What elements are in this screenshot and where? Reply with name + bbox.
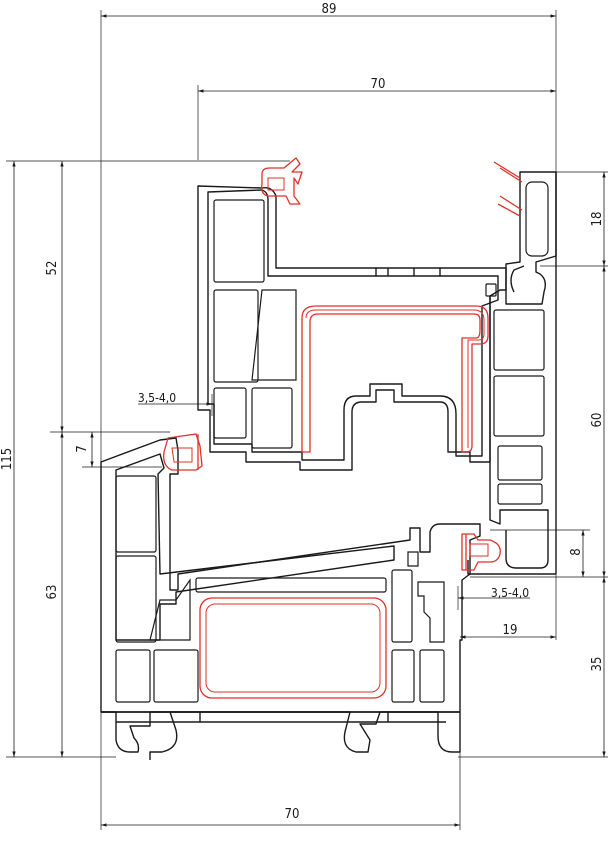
label-bottom-height: 35 — [590, 657, 605, 672]
label-total-height: 115 — [0, 448, 15, 470]
label-mid-height: 60 — [590, 413, 605, 428]
sash-chamber — [251, 289, 297, 381]
dimension-lines — [12, 14, 606, 827]
sash-chamber — [213, 387, 247, 439]
sash-profile — [197, 185, 507, 471]
label-gap-lower: 3,5-4,0 — [491, 586, 529, 600]
frame-chamber — [115, 555, 157, 643]
label-sash-rebate: 7 — [75, 445, 90, 452]
label-sash-width: 70 — [371, 77, 386, 92]
sash-reinforcement — [301, 305, 489, 453]
frame-chamber — [391, 569, 413, 643]
label-sash-height: 52 — [45, 261, 60, 276]
gasket-frame-inner — [461, 533, 501, 571]
gasket-top-right — [493, 161, 523, 217]
frame-chamber — [115, 475, 157, 553]
frame-chamber — [419, 649, 445, 703]
label-frame-height: 63 — [45, 585, 60, 600]
frame-chamber — [391, 649, 415, 703]
label-offset: 19 — [503, 623, 518, 638]
dimension-labels: 89 70 70 3,5-4,0 3,5-4,0 19 115 52 63 7 … — [0, 2, 605, 822]
frame-outer-contour — [100, 437, 481, 713]
label-overall-width: 89 — [322, 2, 337, 17]
sash-chamber — [213, 199, 265, 283]
frame-base-feet — [101, 711, 461, 760]
gasket-frame-outer — [163, 433, 203, 471]
frame-chamber — [115, 649, 151, 703]
sash-outer-contour — [197, 185, 507, 471]
extension-lines — [6, 10, 608, 830]
frame-chamber — [153, 649, 199, 703]
label-gap-upper: 3,5-4,0 — [138, 391, 176, 405]
frame-reinforcement — [199, 597, 387, 699]
frame-profile — [100, 437, 481, 760]
sash-chamber — [213, 289, 259, 383]
label-overlap-top: 18 — [590, 212, 605, 227]
label-frame-width: 70 — [285, 807, 300, 822]
sash-chamber — [251, 387, 293, 449]
label-frame-rebate: 8 — [569, 548, 584, 555]
frame-upper-right — [467, 171, 557, 575]
gasket-top-left — [260, 157, 303, 205]
